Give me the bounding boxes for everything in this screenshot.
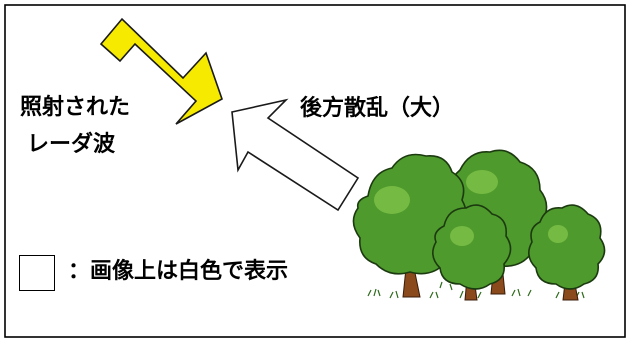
incident-wave-label-line1: 照射された <box>20 95 131 120</box>
legend-box <box>19 255 55 291</box>
incident-arrow-icon <box>99 17 223 125</box>
incident-wave-label-line2: レーダ波 <box>27 132 116 157</box>
legend-text: ：画像上は白色で表示 <box>68 259 289 284</box>
backscatter-label: 後方散乱（大） <box>300 96 455 121</box>
backscatter-arrow-icon <box>231 98 360 212</box>
tree-cluster-icon <box>352 149 606 301</box>
